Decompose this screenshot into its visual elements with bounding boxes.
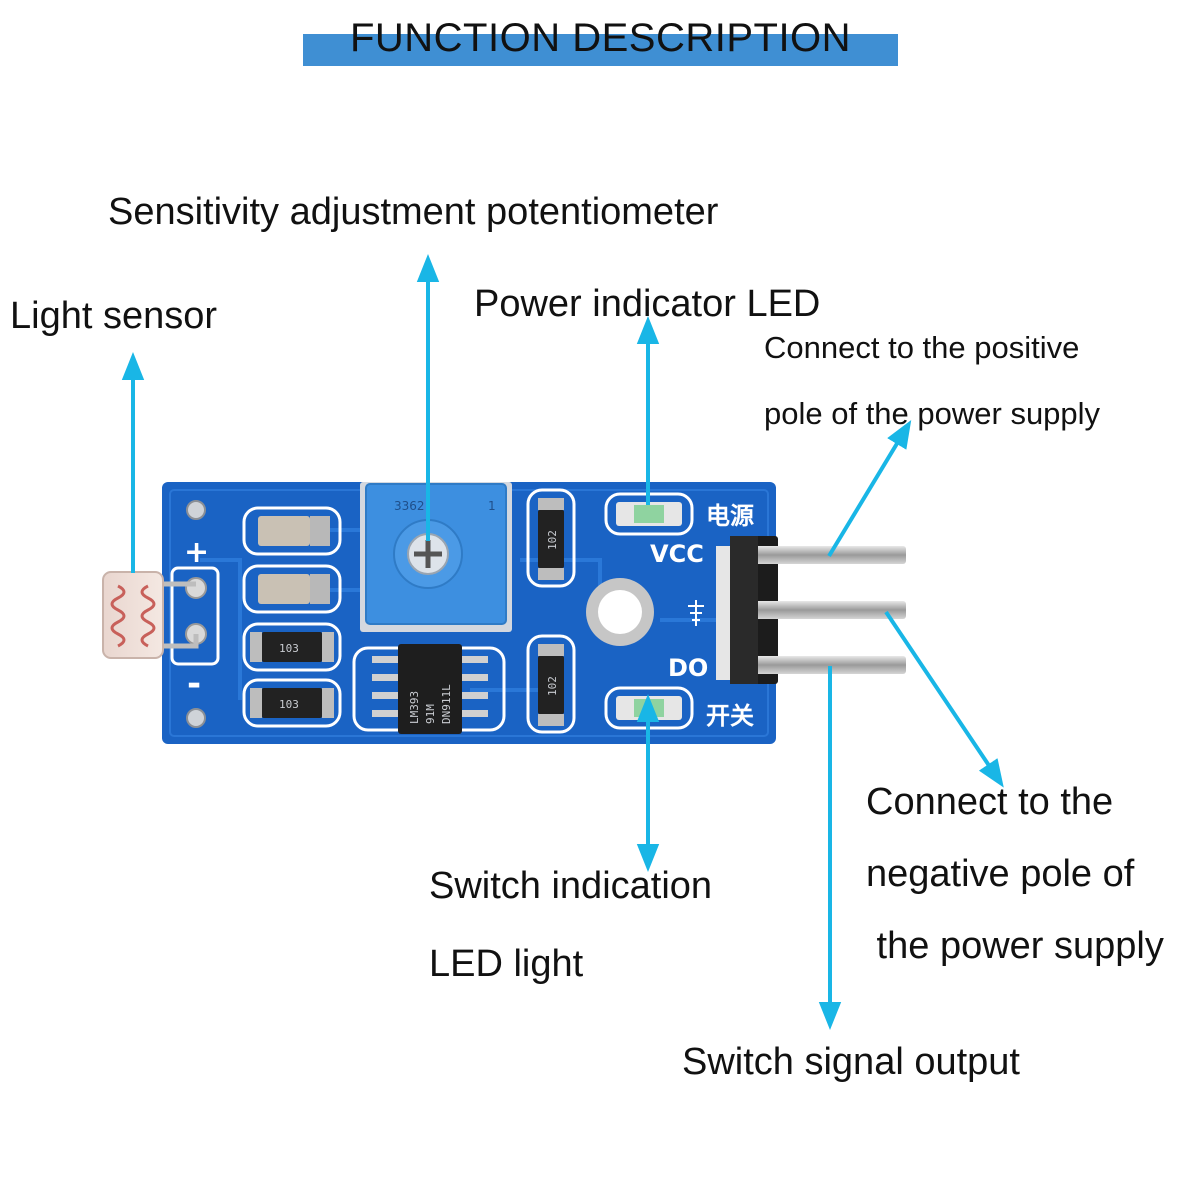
- arrow-gnd: [884, 610, 1004, 788]
- mount-hole-top: [186, 500, 206, 520]
- minus-sign: -: [187, 664, 201, 704]
- annotation-arrows: [121, 254, 1004, 1030]
- label-power-led: Power indicator LED: [474, 283, 821, 325]
- ground-symbol-icon: [688, 600, 704, 626]
- smd-components-left: [242, 506, 342, 728]
- label-gnd-line1: Connect to the: [866, 781, 1114, 823]
- resistor-label-3: 102: [546, 530, 559, 550]
- comparator-chip: [352, 644, 506, 734]
- title-banner: [303, 34, 898, 66]
- light-sensor: [102, 571, 199, 659]
- label-gnd-line3: the power supply: [866, 925, 1164, 967]
- label-signal-output: Switch signal output: [682, 1041, 1020, 1083]
- label-potentiometer: Sensitivity adjustment potentiometer: [108, 191, 719, 233]
- chip-marking-2: 91M: [424, 704, 437, 724]
- silk-power-cn: 电源: [706, 502, 754, 530]
- resistor-label-1: 103: [279, 642, 299, 655]
- potentiometer: [360, 482, 512, 632]
- silk-vcc: VCC: [650, 540, 704, 568]
- trimmer-marking: 3362: [394, 499, 425, 513]
- label-switch-led-line2: LED light: [429, 943, 584, 985]
- silk-do: DO: [668, 654, 708, 682]
- resistor-label-2: 103: [279, 698, 299, 711]
- plus-sign: +: [184, 535, 209, 570]
- label-light-sensor: Light sensor: [10, 295, 218, 337]
- chip-marking-1: LM393: [408, 691, 421, 724]
- chip-marking-3: DN911L: [440, 684, 453, 724]
- pin-header: [716, 536, 906, 684]
- label-vcc-line2: pole of the power supply: [764, 396, 1101, 431]
- label-vcc-line1: Connect to the positive: [764, 330, 1080, 365]
- page-title: FUNCTION DESCRIPTION: [349, 16, 852, 60]
- arrow-vcc: [827, 420, 912, 558]
- power-led: [604, 492, 694, 536]
- smd-components-middle: [526, 488, 576, 734]
- mount-hole-bottom: [186, 708, 206, 728]
- label-switch-led-line1: Switch indication: [429, 865, 713, 907]
- resistor-label-4: 102: [546, 676, 559, 696]
- trimmer-pin-marking: 1: [488, 499, 496, 513]
- silk-switch-cn: 开关: [706, 702, 754, 730]
- label-gnd-line2: negative pole of: [866, 853, 1135, 895]
